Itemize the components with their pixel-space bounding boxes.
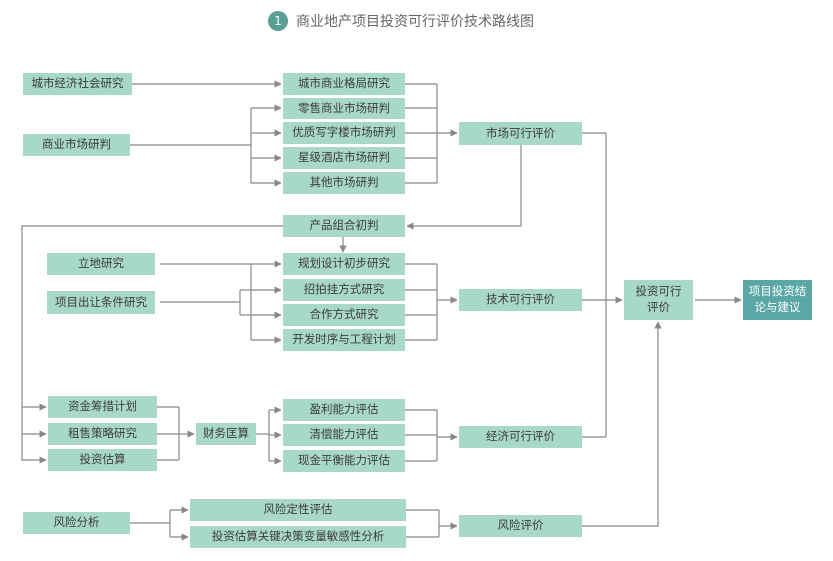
node-other: 其他市场研判 [283,172,405,194]
node-planning: 规划设计初步研究 [283,253,405,275]
node-product-mix: 产品组合初判 [283,215,405,237]
node-fund-plan: 资金筹措计划 [48,396,157,418]
node-invest-eval-label: 投资可行评价 [635,284,682,314]
node-risk-analysis: 风险分析 [23,512,130,534]
node-city-research: 城市经济社会研究 [23,73,132,95]
node-invest-eval: 投资可行评价 [624,280,693,320]
node-retail: 零售商业市场研判 [283,98,405,119]
node-debt: 清偿能力评估 [283,424,405,446]
arrow-risk-eval-to-invest-eval [582,321,662,527]
node-conclusion-label: 项目投资结论与建议 [748,284,807,314]
node-market-eval: 市场可行评价 [459,122,582,145]
diagram-title: 1 商业地产项目投资可行评价技术路线图 [268,9,534,33]
node-econ-eval: 经济可行评价 [459,426,582,448]
node-profit: 盈利能力评估 [283,399,405,421]
node-risk-eval: 风险评价 [459,515,582,537]
node-risk-qualitative: 风险定性评估 [190,499,406,521]
node-invest-estimate: 投资估算 [48,449,157,471]
node-office: 优质写字楼市场研判 [283,122,405,144]
node-bidding: 招拍挂方式研究 [283,279,405,301]
node-market-research: 商业市场研判 [23,134,130,156]
arrow-market-eval-to-product [406,145,522,230]
node-site-research: 立地研究 [47,253,155,275]
node-lease-sale: 租售策略研究 [48,423,157,445]
node-cooperation: 合作方式研究 [283,304,405,326]
node-hotel: 星级酒店市场研判 [283,147,405,169]
node-city-pattern: 城市商业格局研究 [283,73,405,95]
node-dev-order: 开发时序与工程计划 [283,329,405,351]
node-cash: 现金平衡能力评估 [283,450,405,472]
node-tech-eval: 技术可行评价 [459,289,582,311]
arrow-product-to-invest-est [21,225,283,464]
title-number-badge: 1 [268,11,288,31]
node-sensitivity: 投资估算关键决策变量敏感性分析 [190,526,406,548]
title-text: 商业地产项目投资可行评价技术路线图 [296,14,534,30]
node-fin-calc: 财务匡算 [196,423,256,445]
node-conclusion: 项目投资结论与建议 [743,280,812,320]
node-transfer-conditions: 项目出让条件研究 [47,291,155,314]
